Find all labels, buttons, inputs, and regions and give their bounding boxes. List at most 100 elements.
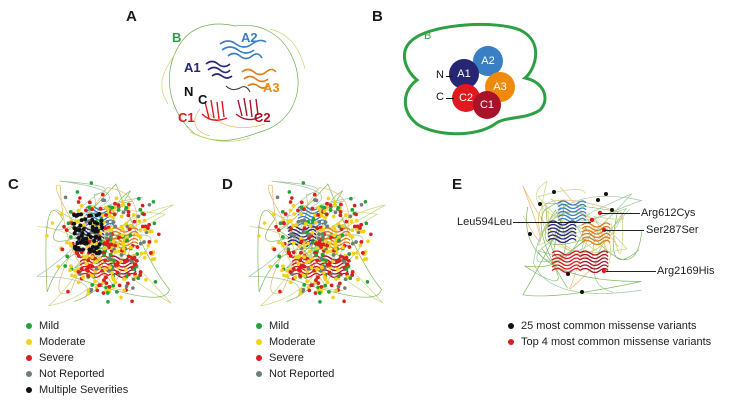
variant-dot xyxy=(280,241,285,246)
variant-dot xyxy=(78,196,82,200)
variant-dot xyxy=(314,278,318,283)
label-b-n: N xyxy=(436,69,444,81)
leader-ser287ser xyxy=(604,230,644,231)
variant-dot xyxy=(120,203,125,208)
domain-ribbon xyxy=(581,232,611,239)
variant-dot xyxy=(320,232,325,236)
variant-dot xyxy=(338,213,343,218)
label-a-a1: A1 xyxy=(184,60,201,75)
legend-c-multiple: Multiple Severities xyxy=(26,382,128,398)
variant-dot xyxy=(111,283,116,288)
variant-dot xyxy=(352,203,357,208)
backbone-loop xyxy=(36,180,110,299)
variant-dot xyxy=(120,233,125,238)
common-variant-dot xyxy=(580,290,584,294)
common-variant-dot xyxy=(552,190,556,194)
panel-e-letter: E xyxy=(452,176,463,193)
variant-dot xyxy=(314,246,319,251)
variant-dot xyxy=(299,200,304,205)
variant-dot xyxy=(276,228,281,233)
c-terminus-line xyxy=(446,98,454,99)
multiple-severity-dot xyxy=(90,217,95,222)
variant-dot xyxy=(75,251,80,256)
legend-d-mild: Mild xyxy=(256,318,334,334)
variant-dot xyxy=(360,251,365,255)
variant-dot xyxy=(317,219,322,224)
domain-ribbon xyxy=(551,257,581,263)
label-a-n: N xyxy=(184,84,194,99)
variant-dot xyxy=(143,227,147,232)
legend-label: Mild xyxy=(269,320,290,332)
variant-dot xyxy=(350,241,355,246)
variant-dot xyxy=(82,223,86,227)
variant-dot xyxy=(84,208,88,213)
domain-ribbon xyxy=(547,230,577,237)
panel-e-structure xyxy=(522,180,643,297)
variant-dot xyxy=(73,268,78,273)
panel-d-structure xyxy=(248,180,386,307)
variant-dot xyxy=(306,266,311,271)
variant-dot xyxy=(100,198,105,202)
variant-dot xyxy=(114,196,119,201)
variant-dot xyxy=(331,253,336,257)
variant-label-ser287ser: Ser287Ser xyxy=(646,224,699,236)
variant-dot xyxy=(286,247,291,252)
variant-dot xyxy=(342,299,346,304)
domain-ribbon xyxy=(547,220,577,226)
variant-dot xyxy=(116,203,121,207)
variant-dot xyxy=(291,203,296,208)
variant-dot xyxy=(120,200,125,204)
variant-dot xyxy=(73,274,77,278)
variant-dot xyxy=(107,284,112,289)
c2-ribbon xyxy=(235,97,263,121)
variant-dot xyxy=(142,218,147,223)
multiple-severity-dot xyxy=(92,249,97,254)
c2-label: C2 xyxy=(458,92,474,104)
variant-dot xyxy=(111,239,116,244)
not-reported-dot xyxy=(26,371,32,377)
multiple-severity-dot xyxy=(94,246,99,251)
domain-ribbon xyxy=(547,223,577,230)
variant-dot xyxy=(317,232,322,237)
multiple-severity-dot xyxy=(78,212,83,217)
variant-dot xyxy=(334,277,338,281)
variant-dot xyxy=(94,285,99,290)
variant-dot xyxy=(138,207,143,212)
variant-dot xyxy=(323,215,327,220)
mild-dot xyxy=(26,323,32,329)
label-a-c1: C1 xyxy=(178,110,195,125)
variant-dot xyxy=(105,291,110,295)
variant-dot xyxy=(343,277,348,282)
multiple-severity-dot xyxy=(90,228,95,233)
top4-dot xyxy=(508,339,514,345)
variant-dot xyxy=(138,235,143,239)
variant-dot xyxy=(84,262,89,266)
variant-dot xyxy=(349,219,354,224)
variant-dot xyxy=(310,230,315,235)
variant-dot xyxy=(343,286,347,290)
a3-ribbon xyxy=(241,68,277,89)
variant-dot xyxy=(348,214,353,219)
multiple-severity-dot xyxy=(81,247,86,252)
variant-dot xyxy=(298,236,303,241)
variant-dot xyxy=(146,243,151,248)
variant-dot xyxy=(319,269,323,273)
legend-d-not-reported: Not Reported xyxy=(256,366,334,382)
a1-label: A1 xyxy=(457,68,471,80)
multiple-severity-dot xyxy=(92,220,97,225)
multiple-severity-dot xyxy=(88,234,93,239)
variant-dot xyxy=(112,258,117,263)
variant-dot xyxy=(332,233,337,238)
variant-dot xyxy=(323,277,328,282)
variant-dot xyxy=(68,268,72,273)
variant-dot xyxy=(308,224,313,228)
c1-label: C1 xyxy=(479,99,495,111)
variant-dot xyxy=(271,212,276,217)
variant-dot xyxy=(299,250,303,255)
variant-dot xyxy=(338,209,343,214)
c1-circle: C1 xyxy=(473,91,501,119)
variant-dot xyxy=(307,288,312,293)
variant-dot xyxy=(288,200,293,204)
variant-dot xyxy=(296,208,300,213)
variant-dot xyxy=(307,236,311,241)
